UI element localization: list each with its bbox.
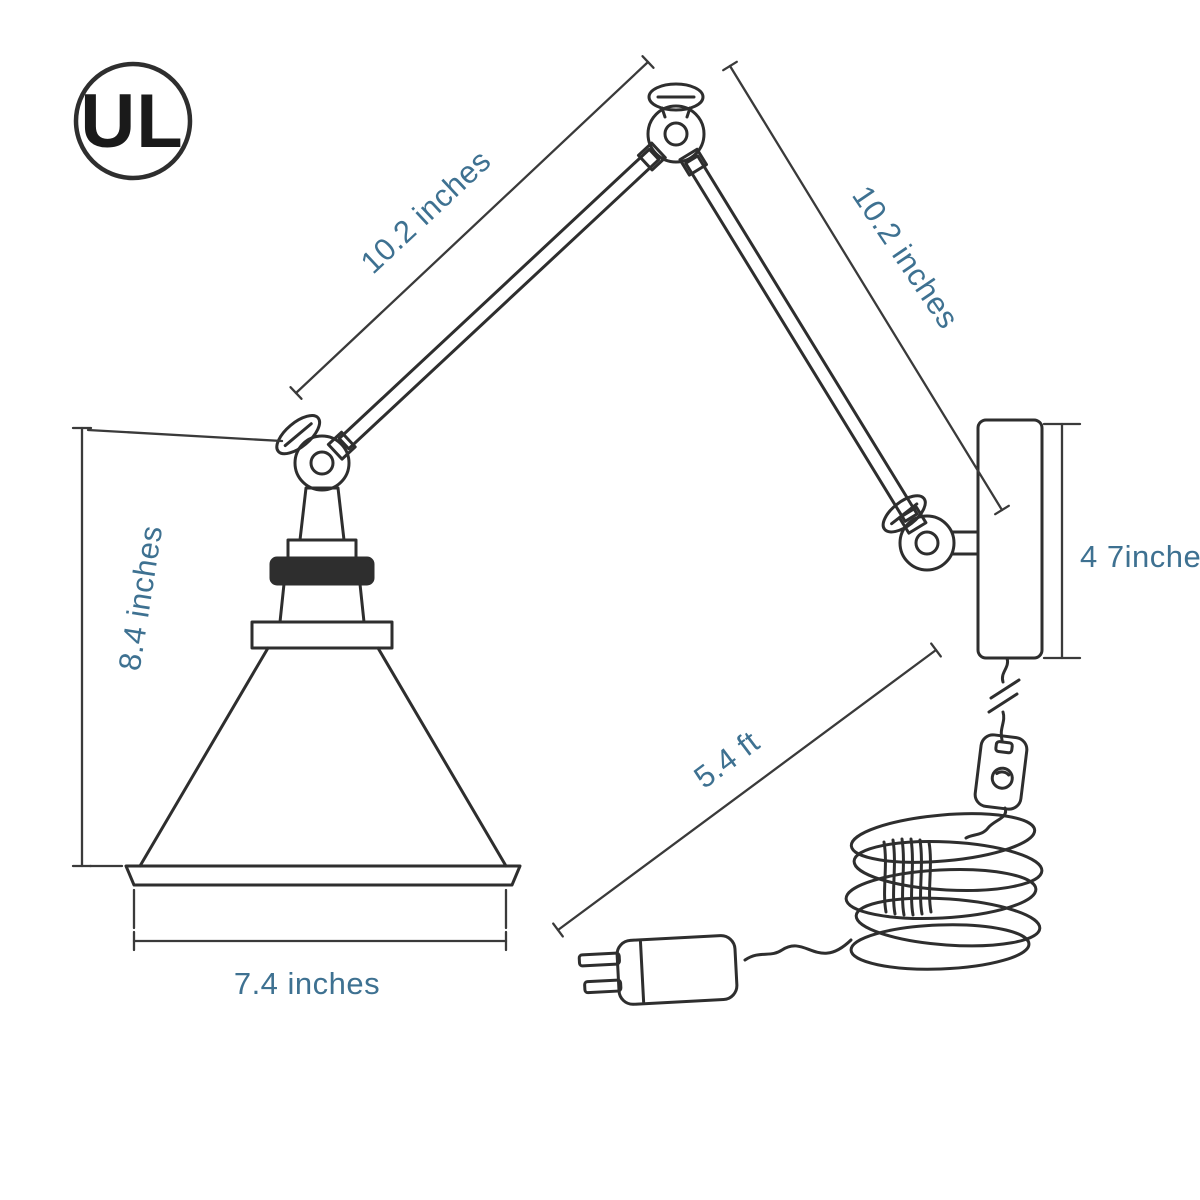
lamp-shade — [124, 646, 522, 887]
cord-tail — [743, 938, 853, 962]
dimension-lines — [71, 55, 1082, 952]
right-arm — [678, 147, 928, 535]
ul-certification-mark: UL — [73, 61, 193, 181]
coil-wrap-band — [882, 837, 933, 917]
shade-swivel-joint — [275, 414, 351, 492]
dim-cord-line — [552, 642, 942, 938]
dim-wall-plate-line — [1042, 422, 1082, 660]
thumbscrew-icon — [275, 414, 322, 456]
dim-shade-width-label: 7.4 inches — [234, 966, 380, 1001]
wall-swivel-joint — [881, 494, 956, 572]
lamp-socket — [250, 486, 394, 650]
thumbscrew-icon — [647, 82, 705, 119]
dim-shade-width-line — [132, 888, 508, 952]
dim-right-arm-line — [722, 60, 1010, 516]
thumbscrew-icon — [881, 494, 927, 534]
dim-wall-plate-label: 4 7inches — [1080, 539, 1200, 574]
top-swivel-joint — [646, 82, 706, 164]
inline-switch — [973, 733, 1029, 811]
dim-left-arm-line — [289, 55, 655, 400]
ul-circle — [73, 61, 193, 181]
ul-text: UL — [80, 79, 183, 164]
cord-upper — [987, 656, 1021, 742]
cord-coil — [743, 812, 1044, 971]
wall-mount-plate — [950, 418, 1044, 660]
power-plug — [577, 934, 739, 1006]
dim-shade-height-line — [71, 426, 284, 868]
lamp-drawing — [124, 82, 1044, 1006]
